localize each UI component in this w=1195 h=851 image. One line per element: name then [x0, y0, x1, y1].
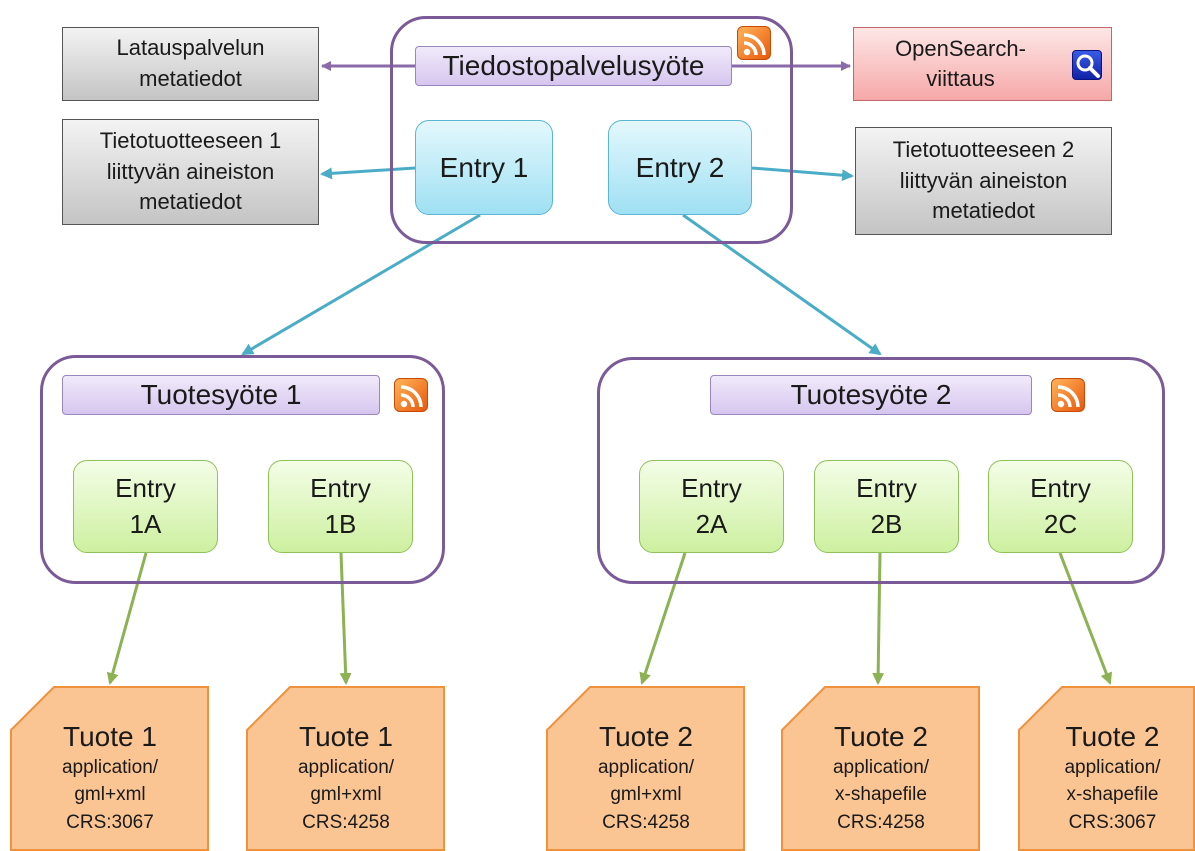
- product-name: Tuote 1: [299, 721, 393, 752]
- product-1-crs3067[interactable]: Tuote 1 application/ gml+xml CRS:3067: [10, 686, 210, 851]
- dataset-2-metadata-line-2: liittyvän aineiston: [899, 167, 1068, 193]
- download-service-metadata-line-1: Latauspalvelun: [116, 35, 265, 61]
- arrow-entry1b-to-product: [339, 552, 352, 685]
- dataset-1-metadata-box: Tietotuotteeseen 1 liittyvän aineiston m…: [62, 119, 319, 225]
- product-name: Tuote 2: [1065, 721, 1160, 752]
- product-feed-2-label: Tuotesyöte 2: [790, 379, 952, 410]
- product-entry-2c-line-1: Entry: [1030, 473, 1091, 504]
- feed-entry-1-label: Entry 1: [439, 151, 529, 183]
- opensearch-line-1: OpenSearch-: [895, 36, 1026, 62]
- product-name: Tuote 2: [834, 721, 928, 752]
- product-mime-line-2: gml+xml: [74, 784, 146, 806]
- product-2-gml-crs4258[interactable]: Tuote 2 application/ gml+xml CRS:4258: [546, 686, 746, 851]
- product-entry-2c-line-2: 2C: [1043, 508, 1078, 539]
- dataset-1-metadata-line-3: metatiedot: [139, 189, 242, 215]
- product-name: Tuote 1: [63, 721, 157, 752]
- arrow-entry2-to-productfeed2: [682, 213, 882, 356]
- feed-entry-2[interactable]: Entry 2: [608, 120, 752, 215]
- product-entry-2b-line-1: Entry: [856, 473, 917, 504]
- product-entry-1b[interactable]: Entry 1B: [268, 460, 413, 553]
- arrow-entry2-to-metadata: [751, 166, 854, 182]
- product-entry-2a[interactable]: Entry 2A: [639, 460, 784, 553]
- opensearch-box: OpenSearch- viittaus: [853, 27, 1112, 101]
- dataset-2-metadata-line-1: Tietotuotteeseen 2: [892, 136, 1075, 162]
- product-2-shapefile-crs4258[interactable]: Tuote 2 application/ x-shapefile CRS:425…: [781, 686, 981, 851]
- file-service-feed-group: [390, 16, 793, 244]
- product-mime-line-1: application/: [597, 756, 695, 778]
- dataset-2-metadata-line-3: metatiedot: [932, 198, 1035, 224]
- product-entry-2b-line-2: 2B: [870, 508, 903, 539]
- product-entry-2a-line-1: Entry: [681, 473, 742, 504]
- dataset-1-metadata-line-1: Tietotuotteeseen 1: [99, 127, 282, 153]
- product-feed-1-label: Tuotesyöte 1: [140, 379, 302, 410]
- product-entry-2c[interactable]: Entry 2C: [988, 460, 1133, 553]
- product-feed-2-group: [597, 357, 1165, 584]
- arrow-entry2c-to-product: [1058, 552, 1113, 685]
- product-name: Tuote 2: [599, 721, 693, 752]
- product-entry-1a-line-1: Entry: [115, 473, 176, 504]
- rss-icon: [394, 378, 428, 412]
- product-mime-line-1: application/: [297, 756, 395, 778]
- product-entry-1b-line-2: 1B: [324, 508, 357, 539]
- product-crs: CRS:3067: [1068, 811, 1157, 833]
- product-entry-1a[interactable]: Entry 1A: [73, 460, 218, 553]
- product-2-shapefile-crs3067[interactable]: Tuote 2 application/ x-shapefile CRS:306…: [1018, 686, 1195, 851]
- product-1-crs4258[interactable]: Tuote 1 application/ gml+xml CRS:4258: [246, 686, 446, 851]
- arrow-entry1-to-productfeed1: [241, 213, 481, 356]
- arrow-entry1a-to-product: [106, 552, 148, 685]
- product-crs: CRS:4258: [602, 811, 690, 833]
- opensearch-line-2: viittaus: [926, 66, 995, 91]
- product-mime-line-2: gml+xml: [610, 784, 682, 806]
- file-service-feed-label: Tiedostopalvelusyöte: [442, 50, 705, 81]
- arrow-entry1-to-metadata: [320, 166, 416, 180]
- rss-icon: [737, 26, 771, 60]
- product-entry-1a-line-2: 1A: [129, 508, 162, 539]
- product-crs: CRS:4258: [302, 811, 390, 833]
- product-entry-2b[interactable]: Entry 2B: [814, 460, 959, 553]
- dataset-2-metadata-box: Tietotuotteeseen 2 liittyvän aineiston m…: [855, 127, 1112, 235]
- magnifier-icon: [1072, 50, 1102, 80]
- file-service-feed-title: Tiedostopalvelusyöte: [415, 46, 732, 86]
- product-crs: CRS:4258: [837, 811, 925, 833]
- product-entry-2a-line-2: 2A: [695, 508, 728, 539]
- product-mime-line-1: application/: [61, 756, 159, 778]
- rss-icon: [1051, 378, 1085, 412]
- dataset-1-metadata-line-2: liittyvän aineiston: [106, 158, 275, 184]
- product-mime-line-1: application/: [1064, 756, 1161, 778]
- product-feed-1-group: [40, 355, 445, 584]
- product-mime-line-2: gml+xml: [310, 784, 382, 806]
- arrow-entry2b-to-product: [872, 552, 885, 685]
- product-crs: CRS:3067: [66, 811, 154, 833]
- download-service-metadata-box: Latauspalvelun metatiedot: [62, 27, 319, 101]
- product-feed-1-title: Tuotesyöte 1: [62, 375, 380, 415]
- product-mime-line-1: application/: [832, 756, 930, 778]
- feed-entry-2-label: Entry 2: [635, 151, 725, 183]
- product-feed-2-title: Tuotesyöte 2: [710, 375, 1032, 415]
- feed-entry-1[interactable]: Entry 1: [415, 120, 553, 215]
- product-entry-1b-line-1: Entry: [310, 473, 371, 504]
- product-mime-line-2: x-shapefile: [835, 784, 927, 806]
- download-service-metadata-line-2: metatiedot: [139, 66, 242, 91]
- arrow-entry2a-to-product: [639, 552, 687, 685]
- product-mime-line-2: x-shapefile: [1066, 784, 1159, 806]
